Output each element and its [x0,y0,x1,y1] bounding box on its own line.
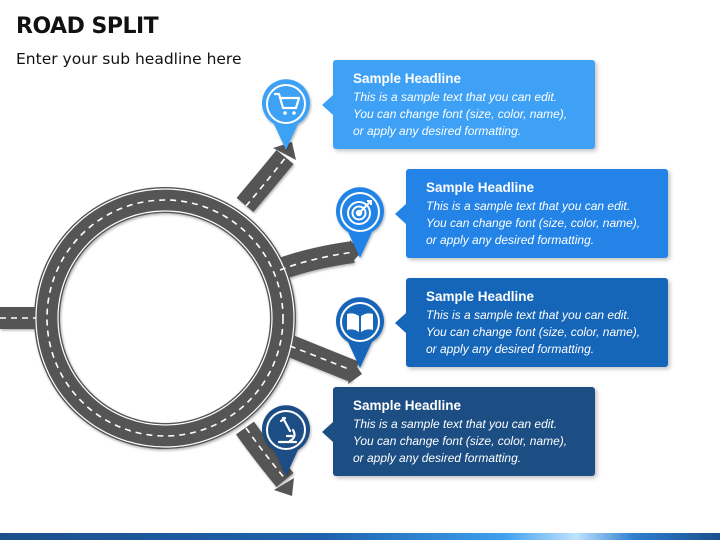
branch-4-lane [245,427,287,481]
callout-text: This is a sample text that you can edit.… [426,308,641,356]
footer-bar [0,533,720,540]
arrow-1 [273,142,296,160]
callout-headline: Sample Headline [426,289,535,304]
callout-text: This is a sample text that you can edit.… [353,90,568,138]
pin-3 [335,297,384,368]
page-subtitle: Enter your sub headline here [16,50,242,68]
branch-1-lane [245,156,287,207]
target-icon [347,200,372,225]
pin-4-ring [266,410,306,450]
road-end-arrows [273,142,362,496]
pin-1 [262,79,310,150]
lane-markings [0,156,357,481]
pin-3-ring [340,302,380,342]
callout-box-2: Sample Headline This is a sample text th… [395,169,668,258]
road-branch-2 [274,241,355,281]
callout-box-3: Sample Headline This is a sample text th… [395,278,668,367]
roundabout-ring [34,187,296,449]
pin-4 [262,405,310,476]
pin-1-ring [266,84,306,124]
callout-box-4: Sample Headline This is a sample text th… [322,387,595,476]
callout-text: This is a sample text that you can edit.… [426,199,641,247]
page-title: ROAD SPLIT [16,14,159,39]
pin-4-shape [262,405,310,476]
callout-headline: Sample Headline [353,71,462,86]
callout-headline: Sample Headline [426,180,535,195]
microscope-icon [277,416,298,444]
open-book-icon [347,313,373,332]
branch-2-lane [279,251,355,271]
pin-2-ring [340,192,380,232]
ring-inner-edge [57,210,273,426]
arrow-3 [348,360,362,384]
arrow-4 [274,478,294,496]
callout-headline: Sample Headline [353,398,462,413]
branch-3-lane [289,345,357,373]
ring-center-line [46,199,284,437]
shopping-cart-icon [274,92,301,115]
callout-text: This is a sample text that you can edit.… [353,417,568,465]
road-branch-1 [236,150,294,213]
callout-box-1: Sample Headline This is a sample text th… [322,60,595,149]
pin-2 [335,187,384,258]
arrow-2 [350,240,362,264]
